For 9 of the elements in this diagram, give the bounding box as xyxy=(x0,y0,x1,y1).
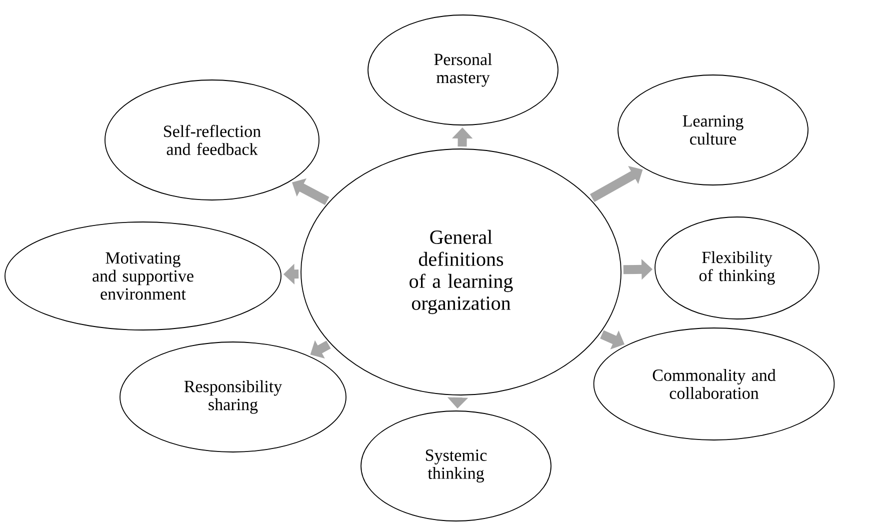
ellipse-node: Self-reflection and feedback xyxy=(104,80,320,200)
ellipse-node: Systemic thinking xyxy=(360,410,552,522)
ellipse-node: Motivating and supportive environment xyxy=(4,222,282,330)
ellipse-node: Commonality and collaboration xyxy=(593,328,835,440)
ellipse-node: Personal mastery xyxy=(368,14,558,126)
ellipse-node: Flexibility of thinking xyxy=(654,216,820,320)
ellipse-node: General definitions of a learning organization xyxy=(300,148,622,396)
ellipse-node: Responsibility sharing xyxy=(120,342,346,452)
ellipse-node: Learning culture xyxy=(618,74,808,186)
